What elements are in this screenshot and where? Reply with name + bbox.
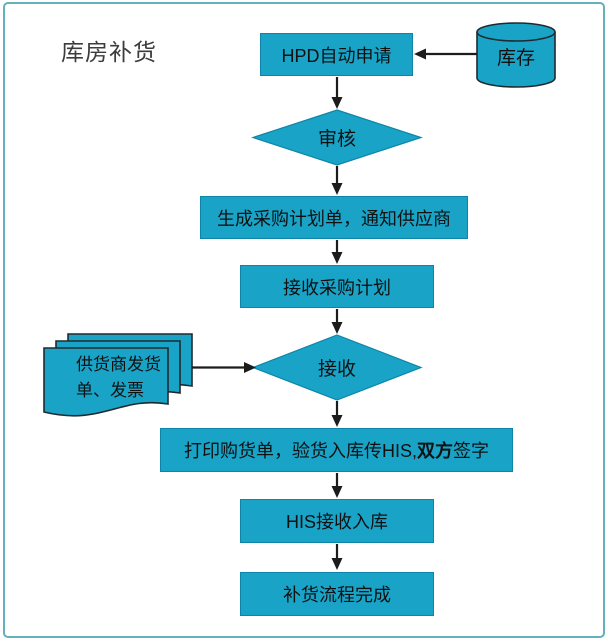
process-box-hpd-request: HPD自动申请: [260, 33, 413, 76]
process-label-normal: 打印购货单，验货入库传HIS,: [183, 441, 417, 461]
cylinder-body: [476, 32, 556, 88]
document-front: [43, 347, 169, 417]
process-box-his-inbound: HIS接收入库: [240, 499, 434, 543]
document-stack-supplier: [43, 333, 193, 417]
diagram-border: [3, 2, 605, 638]
database-label-inventory: 库存: [496, 47, 535, 69]
arrow-review-to-generate: [331, 166, 343, 195]
decision-diamond-review: [251, 109, 423, 166]
database-cylinder-inventory: [476, 22, 556, 88]
arrow-generate-to-receiveplan: [331, 240, 343, 264]
cylinder-top: [476, 22, 556, 42]
document-label-line1: 供货商发货: [76, 355, 161, 374]
arrow-print-to-his: [331, 473, 343, 498]
decision-label-review: 审核: [317, 129, 356, 150]
decision-label-receive: 接收: [317, 359, 356, 380]
arrow-docs-to-receive: [192, 362, 256, 373]
arrow-hpd-to-review: [331, 77, 343, 109]
process-label-bold: 双方: [417, 441, 453, 461]
process-label-tail: 签字: [453, 441, 489, 461]
process-label: HIS接收入库: [285, 512, 388, 532]
process-label: 补货流程完成: [283, 585, 391, 605]
process-box-print-sign: 打印购货单，验货入库传HIS, 双方签字: [160, 428, 513, 472]
process-label: HPD自动申请: [281, 45, 392, 66]
process-box-receive-plan: 接收采购计划: [240, 265, 434, 308]
document-label-line2: 单、发票: [76, 381, 144, 400]
process-box-complete: 补货流程完成: [240, 572, 434, 616]
arrow-his-to-complete: [331, 544, 343, 570]
process-box-generate-plan: 生成采购计划单，通知供应商: [200, 196, 468, 239]
arrow-receive-to-print: [331, 401, 343, 427]
arrow-receiveplan-to-receive: [331, 309, 343, 334]
process-label: 接收采购计划: [283, 277, 391, 298]
arrow-inventory-to-hpd: [414, 48, 477, 60]
process-label: 生成采购计划单，通知供应商: [217, 208, 451, 229]
decision-diamond-receive: [251, 334, 423, 401]
diagram-title: 库房补货: [61, 39, 157, 65]
document-stack-label: 供货商发货 单、发票: [76, 352, 186, 404]
